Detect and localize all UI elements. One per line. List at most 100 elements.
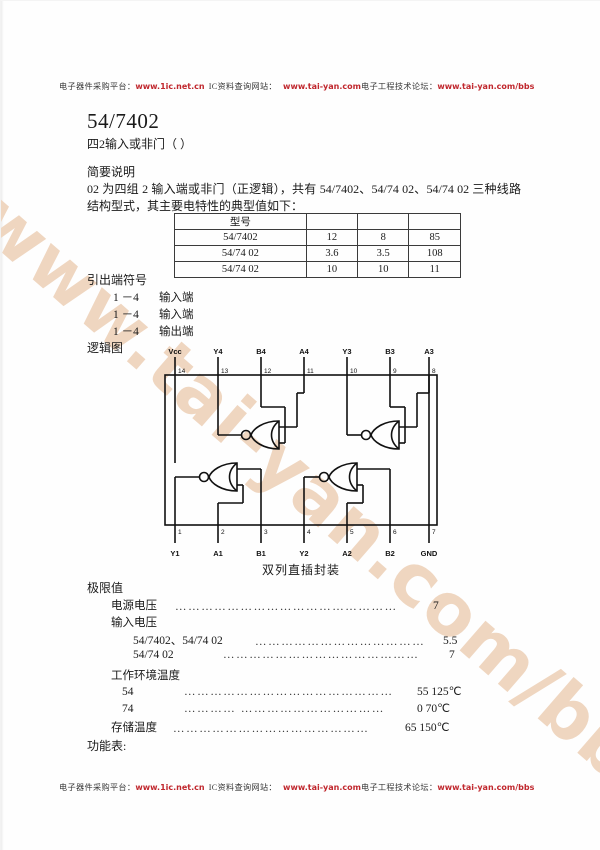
limit-dots: ………………………………………	[173, 723, 370, 735]
limit-item: 存储温度………………………………………65 150℃	[111, 719, 483, 735]
limit-dots: …………………………………………	[184, 686, 394, 698]
limit-item: 54/7402、54/74 02 ………………………………… 5.5	[133, 632, 493, 648]
table-cell: 11	[408, 261, 461, 278]
page-subtitle: 四2输入或非门（ ）	[87, 137, 193, 151]
table-row: 54/74 02 10 10 11	[174, 261, 461, 278]
section-heading-pins: 引出端符号	[87, 273, 148, 287]
pin-number: 8	[432, 368, 436, 375]
pin-number: 12	[264, 368, 272, 375]
pin-number: 5	[350, 529, 354, 536]
header-tail: 电子工程技术论坛：	[360, 82, 438, 91]
pin-label: 输入端	[159, 292, 194, 304]
nor-gate-bubble	[360, 429, 372, 441]
table-cell: 3.6	[305, 245, 359, 262]
table-cell: 108	[408, 245, 461, 262]
pin-name: Vcc	[168, 347, 181, 356]
page-header: 电子器件采购平台：www.1ic.net.cn IC资料查询网站： www.ta…	[59, 80, 559, 92]
table-cell: 12	[305, 229, 359, 246]
limit-label: 输入电压	[111, 617, 157, 629]
spec-table: 型号 54/7402 12 8 85 54/74 02 3.6 3.5 108 …	[174, 213, 461, 278]
brief-paragraph: 02 为四组 2 输入端或非门（正逻辑），共有 54/7402、54/74 02…	[87, 182, 521, 213]
limit-item: 74………… ……………………………0 70℃	[122, 701, 489, 715]
pin-number: 3	[264, 529, 268, 536]
pin-number: 4	[307, 529, 311, 536]
pin-number: 13	[221, 368, 229, 375]
section-heading-logic: 逻辑图	[87, 341, 124, 355]
pin-number: 11	[307, 368, 314, 375]
limit-item: 输入电压	[111, 614, 157, 630]
pin-range: 1 －4	[113, 326, 139, 338]
limit-item: 工作环境温度	[111, 667, 180, 683]
pin-name: B3	[385, 347, 395, 356]
footer-mid: IC资料查询网站：	[208, 783, 277, 792]
pin-number: 10	[350, 368, 358, 375]
limit-item: 54/74 02………………………………………7	[133, 649, 499, 661]
pin-name: Y4	[213, 347, 223, 356]
pin-number: 7	[432, 529, 436, 536]
pin-name: Y2	[299, 549, 308, 558]
section-heading-brief: 简要说明	[87, 165, 136, 179]
header-url-taiyan[interactable]: www.tai-yan.com	[283, 82, 361, 91]
table-cell: 10	[305, 261, 359, 278]
limit-dots: …………………………………	[255, 636, 426, 648]
limit-label: 54	[122, 686, 134, 698]
limit-dots: ………………………………………	[223, 649, 420, 661]
limit-label: 电源电压	[111, 600, 157, 612]
page-title: 54/7402	[87, 109, 160, 133]
table-cell: 54/7402	[174, 229, 307, 246]
table-header-row: 型号	[174, 213, 461, 230]
table-header-cell: 型号	[174, 213, 307, 230]
pin-name: B1	[256, 549, 266, 558]
limit-value: 65 150℃	[405, 722, 450, 734]
section-heading-function-table: 功能表:	[87, 739, 127, 753]
nor-gate-bubble	[198, 471, 210, 483]
footer-url-taiyan[interactable]: www.tai-yan.com	[283, 783, 361, 792]
logic-diagram-svg: 14 13 12 11 10 9 8 1 2 3 4 5 6 7	[164, 347, 438, 558]
pin-number: 2	[221, 529, 225, 536]
footer-prefix: 电子器件采购平台：	[59, 783, 136, 792]
pin-row: 1 －4 输入端	[87, 289, 194, 305]
pin-row: 1 －4 输入端	[87, 306, 194, 322]
table-row: 54/74 02 3.6 3.5 108	[174, 245, 461, 262]
limit-item: 电源电压 …………………………………………… 7	[111, 597, 493, 613]
limit-label: 74	[122, 703, 134, 715]
footer-url-bbs[interactable]: www.tai-yan.com/bbs	[437, 783, 535, 792]
pin-name: Y1	[170, 549, 179, 558]
header-mid: IC资料查询网站：	[208, 82, 277, 91]
limit-item: 54 ………………………………………… 55 125℃	[122, 684, 489, 698]
limit-dots: ……………………………………………	[175, 601, 398, 613]
limit-value: 55 125℃	[417, 686, 462, 698]
page-footer: 电子器件采购平台：www.1ic.net.cn IC资料查询网站： www.ta…	[59, 781, 559, 793]
package-outline	[164, 374, 438, 526]
table-header-cell	[408, 213, 461, 230]
table-cell: 85	[408, 229, 461, 246]
pin-name: A3	[424, 347, 434, 356]
pin-range: 1 －4	[113, 292, 139, 304]
pin-range: 1 －4	[113, 309, 139, 321]
table-cell: 8	[357, 229, 410, 246]
footer-tail: 电子工程技术论坛：	[360, 783, 438, 792]
header-url-bbs[interactable]: www.tai-yan.com/bbs	[437, 82, 535, 91]
table-cell: 10	[357, 261, 410, 278]
header-prefix: 电子器件采购平台：	[59, 82, 136, 91]
table-cell: 54/74 02	[174, 261, 307, 278]
table-header-cell	[357, 213, 410, 230]
table-header-cell	[305, 213, 359, 230]
pin-name: GND	[421, 549, 438, 558]
pin-name: A2	[342, 549, 352, 558]
limit-label: 54/7402、54/74 02	[133, 635, 223, 647]
nor-gate-back-arc	[270, 420, 280, 450]
pin-number: 1	[178, 529, 182, 536]
figure-caption: 双列直插封装	[261, 563, 340, 577]
footer-url-1ic[interactable]: www.1ic.net.cn	[135, 783, 205, 792]
pin-name: Y3	[342, 347, 351, 356]
header-url-1ic[interactable]: www.1ic.net.cn	[135, 82, 205, 91]
pin-name: B2	[385, 549, 395, 558]
logic-diagram: 14 13 12 11 10 9 8 1 2 3 4 5 6 7	[151, 345, 451, 560]
section-heading-limits: 极限值	[87, 581, 124, 595]
limit-value: 7	[433, 600, 439, 612]
pin-name: A4	[299, 347, 309, 356]
limit-value: 5.5	[443, 635, 458, 647]
pin-label: 输入端	[159, 309, 194, 321]
